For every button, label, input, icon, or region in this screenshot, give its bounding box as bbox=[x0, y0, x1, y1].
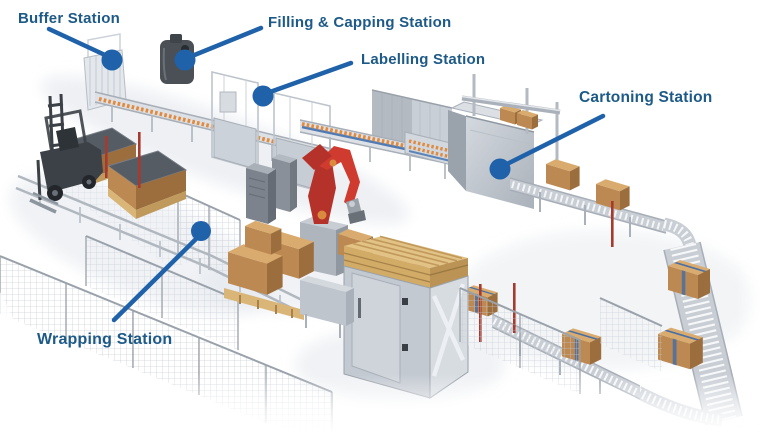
leader-line-wrapping bbox=[111, 235, 200, 323]
wrapped-pallet bbox=[106, 150, 188, 219]
pallet-magazine bbox=[343, 235, 469, 399]
buffer-station-label: Buffer Station bbox=[18, 10, 120, 27]
leader-line-filling bbox=[189, 25, 264, 59]
control-cabinets bbox=[246, 154, 297, 224]
forklift bbox=[29, 93, 103, 214]
carton-box bbox=[546, 159, 580, 191]
wrapping-station-label: Wrapping Station bbox=[37, 331, 173, 348]
leader-line-buffer bbox=[46, 26, 108, 58]
leader-dot-filling bbox=[174, 49, 196, 71]
carton-outfeed-conveyor bbox=[509, 177, 667, 237]
leader-line-labelling bbox=[267, 60, 354, 95]
leader-dot-labelling bbox=[252, 85, 274, 107]
leader-dot-wrapping bbox=[191, 221, 211, 241]
labelling-station-label: Labelling Station bbox=[361, 51, 486, 68]
leader-line-cartoning bbox=[504, 113, 606, 167]
light-curtain-posts-left bbox=[105, 132, 141, 188]
filling-capping-machine bbox=[211, 70, 259, 172]
cartoning-station-label: Cartoning Station bbox=[579, 89, 713, 106]
leader-lines bbox=[46, 25, 606, 323]
work-table bbox=[300, 276, 354, 338]
wrapping-area-conveyor bbox=[15, 170, 303, 314]
edge-fades bbox=[0, 240, 768, 432]
pallet-with-boxes bbox=[224, 220, 314, 320]
leader-dot-cartoning bbox=[489, 158, 511, 180]
leader-dot-buffer bbox=[101, 49, 123, 71]
filling-capping-station-label: Filling & Capping Station bbox=[268, 14, 452, 31]
leader-dots bbox=[101, 49, 511, 241]
